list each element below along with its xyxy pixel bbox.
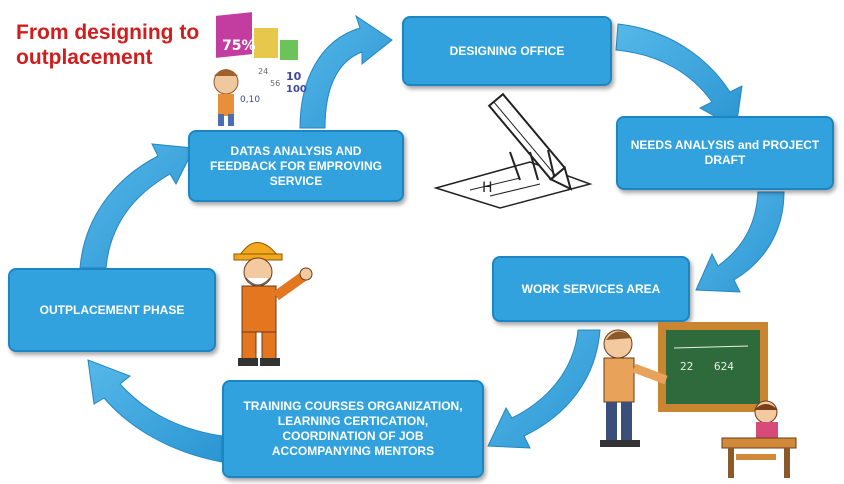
step-training: TRAINING COURSES ORGANIZATION, LEARNING … — [222, 380, 484, 478]
arrow-outplacement-to-datas — [79, 143, 195, 269]
step-outplacement-label: OUTPLACEMENT PHASE — [39, 302, 185, 317]
arrow-training-to-outplacement — [87, 359, 223, 463]
svg-text:624: 624 — [714, 360, 734, 373]
step-work-services-label: WORK SERVICES AREA — [521, 281, 661, 296]
step-datas-analysis: DATAS ANALYSIS AND FEEDBACK FOR EMPROVIN… — [188, 130, 404, 202]
arrow-designing-to-needs — [615, 23, 743, 129]
svg-text:10: 10 — [286, 70, 302, 83]
step-needs-analysis: NEEDS ANALYSIS and PROJECT DRAFT — [616, 116, 834, 190]
child-chart-icon: 75% 0,10 10 100 24 56 — [213, 12, 307, 126]
step-outplacement: OUTPLACEMENT PHASE — [8, 268, 216, 352]
step-designing-office-label: DESIGNING OFFICE — [449, 43, 565, 58]
step-datas-analysis-label: DATAS ANALYSIS AND FEEDBACK FOR EMPROVIN… — [209, 143, 382, 188]
diagram-title: From designing to outplacement — [16, 21, 200, 69]
step-work-services: WORK SERVICES AREA — [492, 256, 690, 322]
svg-text:0,10: 0,10 — [240, 95, 260, 105]
step-training-label: TRAINING COURSES ORGANIZATION, LEARNING … — [243, 399, 463, 458]
svg-text:H: H — [482, 180, 493, 196]
pencil-drawing-icon: H — [433, 92, 593, 209]
step-designing-office: DESIGNING OFFICE — [402, 16, 612, 86]
arrow-feedback-to-designing — [299, 14, 393, 129]
chart-percent-text: 75% — [222, 38, 256, 54]
arrow-needs-to-work — [695, 191, 785, 293]
svg-text:24: 24 — [258, 67, 268, 76]
svg-text:56: 56 — [270, 79, 280, 88]
arrow-work-to-training — [487, 329, 601, 449]
student-desk-icon — [721, 400, 797, 478]
svg-text:100: 100 — [286, 84, 307, 95]
svg-text:22: 22 — [680, 360, 693, 373]
teacher-blackboard-icon: 22 624 — [600, 322, 768, 447]
worker-icon — [233, 242, 313, 366]
step-needs-analysis-label: NEEDS ANALYSIS and PROJECT DRAFT — [630, 138, 820, 167]
